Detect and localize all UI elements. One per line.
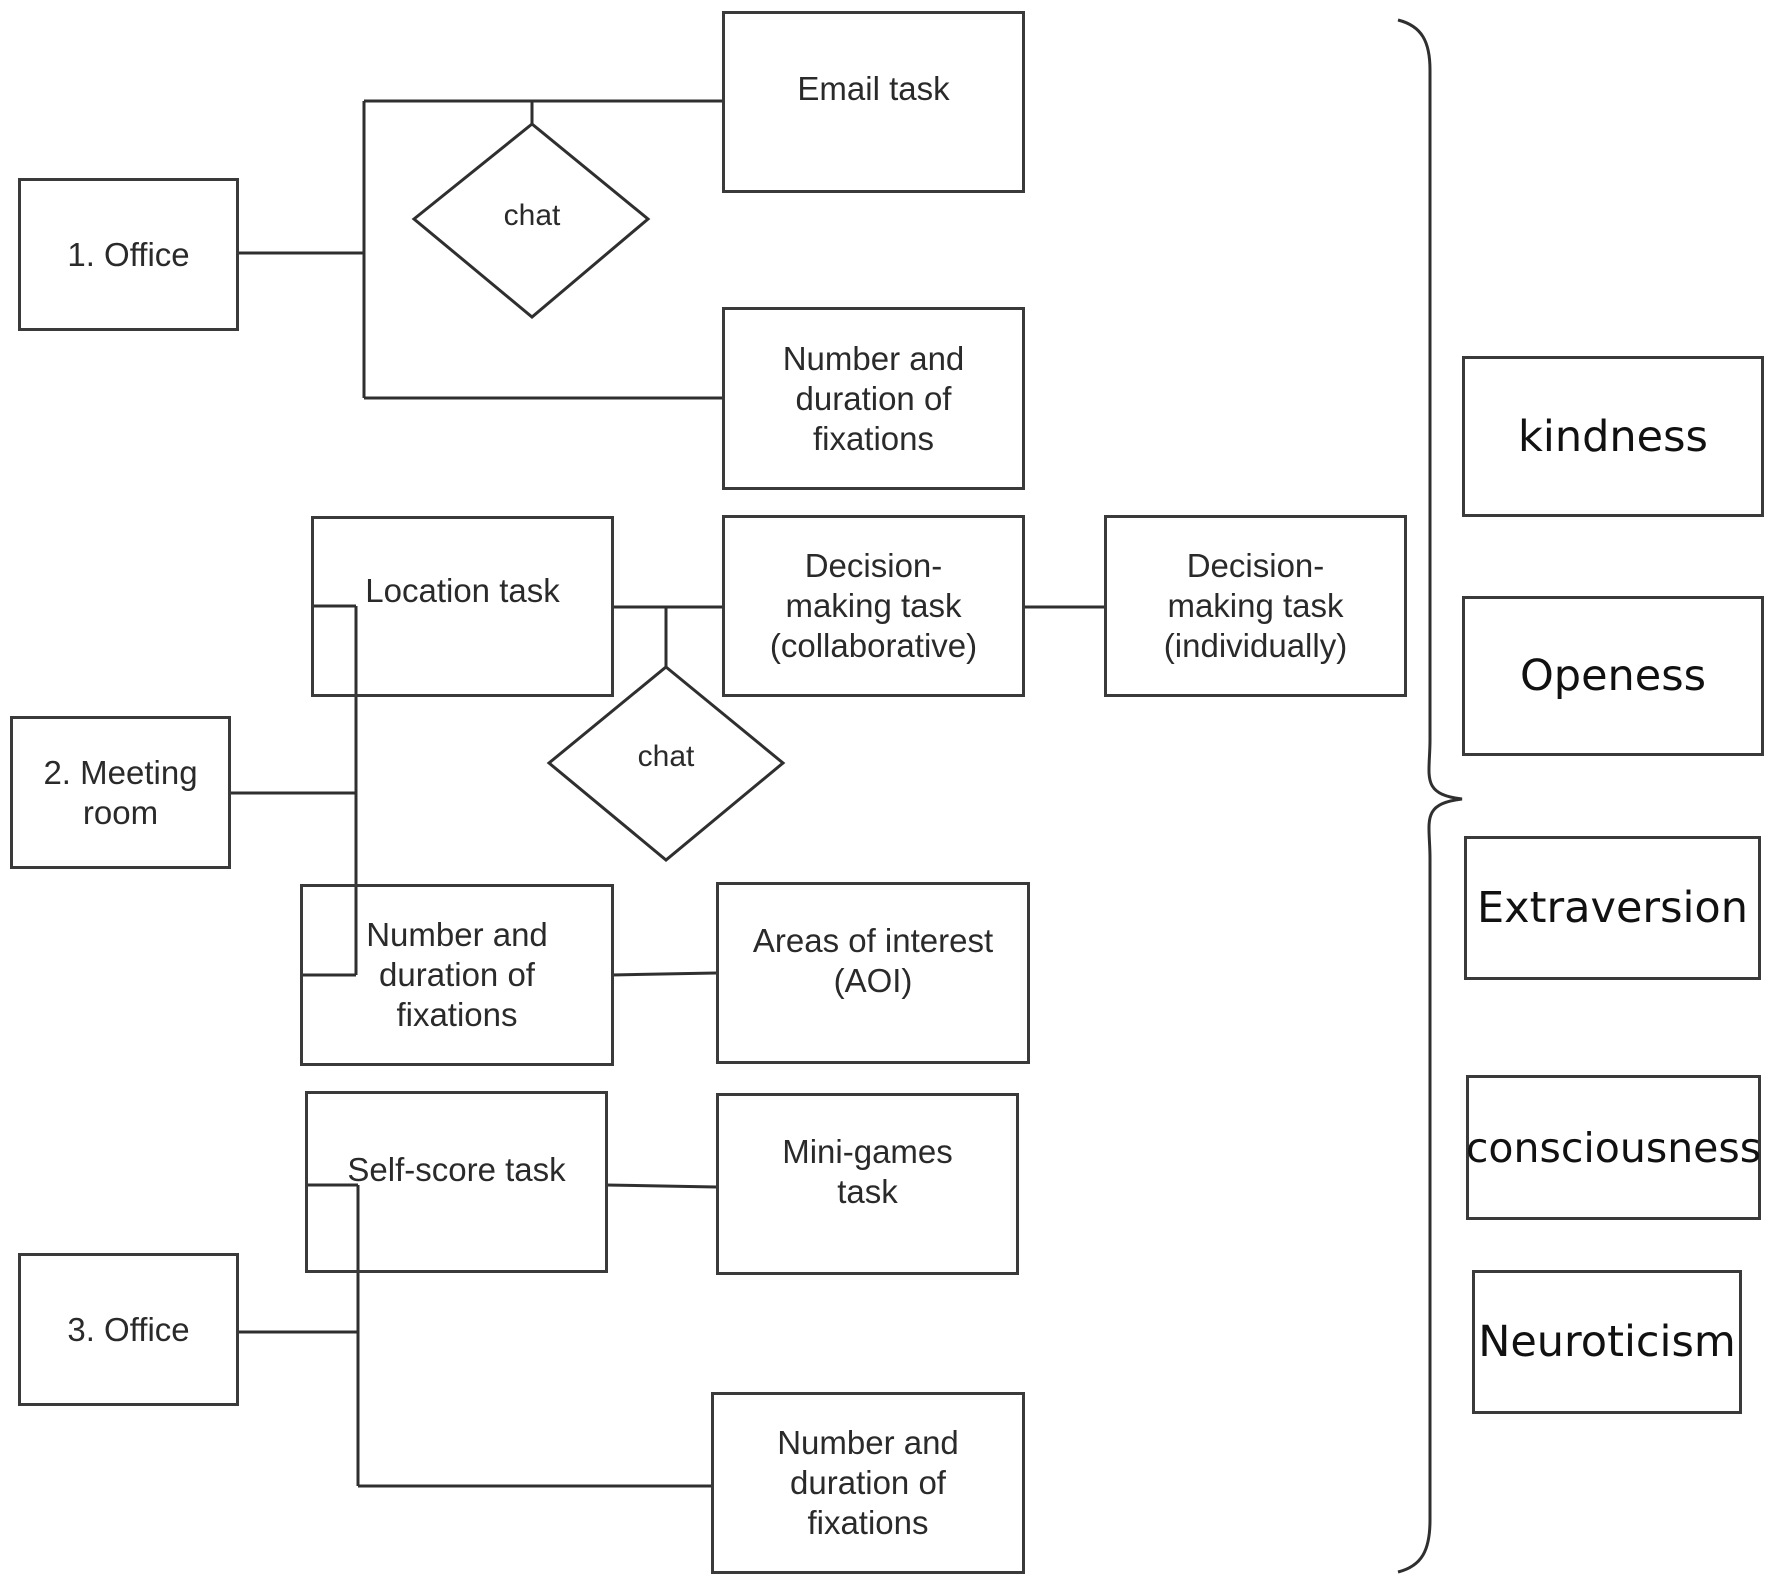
self-score-task-box: Self-score task (305, 1091, 608, 1273)
location-task-box: Location task (311, 516, 614, 697)
mini-games-task-box: Mini-games task (716, 1093, 1019, 1275)
trait-neuroticism: Neuroticism (1472, 1270, 1742, 1414)
scenario-meeting-room: 2. Meeting room (10, 716, 231, 869)
email-task-box: Email task (722, 11, 1025, 193)
decision-collaborative-box: Decision- making task (collaborative) (722, 515, 1025, 697)
trait-consciousness: consciousness (1466, 1075, 1761, 1220)
trait-kindness: kindness (1462, 356, 1764, 517)
scenario-office-3: 3. Office (18, 1253, 239, 1406)
scenario-office-1: 1. Office (18, 178, 239, 331)
trait-extraversion: Extraversion (1464, 836, 1761, 980)
connector (611, 971, 717, 977)
chat-label-2: chat (637, 740, 695, 773)
curly-brace (1397, 18, 1463, 1574)
chat-label-1: chat (503, 199, 561, 232)
decision-individual-box: Decision- making task (individually) (1104, 515, 1407, 697)
chat-diamond-1 (411, 122, 651, 319)
trait-openess: Openess (1462, 596, 1764, 756)
aoi-box: Areas of interest (AOI) (716, 882, 1030, 1064)
fixations-box-1: Number and duration of fixations (722, 307, 1025, 490)
chat-diamond-2 (546, 665, 786, 862)
connector (605, 1183, 717, 1189)
fixations-box-2: Number and duration of fixations (300, 884, 614, 1066)
fixations-box-3: Number and duration of fixations (711, 1392, 1025, 1574)
